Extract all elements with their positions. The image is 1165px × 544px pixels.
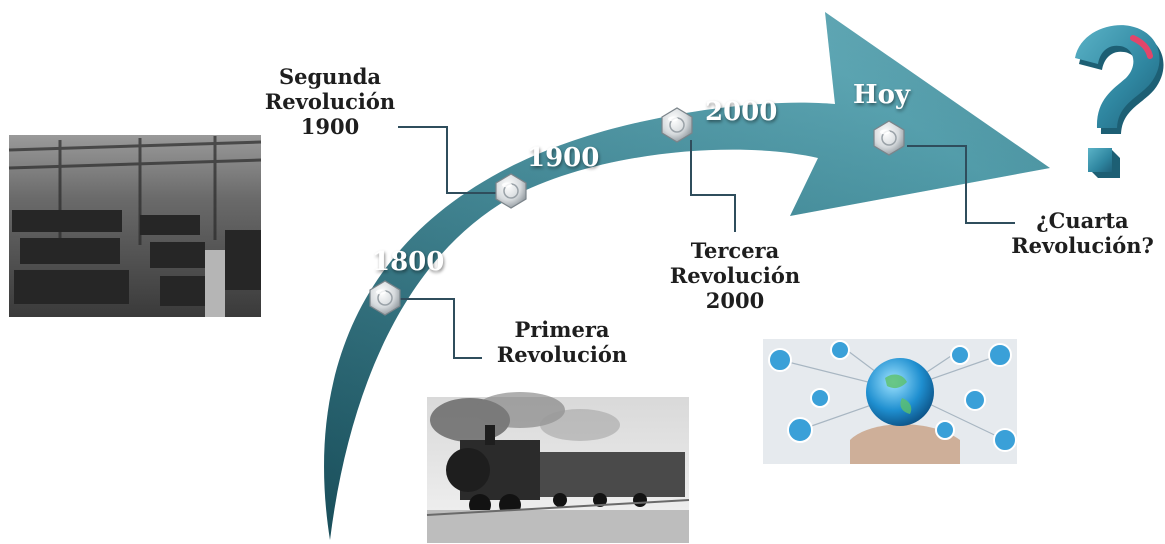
label-primera-line1: Primera xyxy=(514,317,610,342)
connector-2000 xyxy=(690,140,736,232)
label-primera-revolucion: Primera Revolución xyxy=(487,317,637,367)
label-primera-line2: Revolución xyxy=(496,342,628,368)
hex-bolt-icon xyxy=(661,107,693,143)
factory-photo xyxy=(8,135,262,317)
hex-bolt-icon xyxy=(873,120,905,156)
hex-bolt-icon xyxy=(495,173,527,209)
label-segunda-revolucion: Segunda Revolución 1900 xyxy=(255,64,405,140)
label-tercera-revolucion: Tercera Revolución 2000 xyxy=(660,238,810,314)
label-segunda-line1: Segunda xyxy=(278,64,382,89)
connector-hoy xyxy=(907,145,1015,224)
label-cuarta-line2: Revolución? xyxy=(1011,233,1154,259)
hex-bolt-icon xyxy=(369,280,401,316)
connector-lines xyxy=(398,126,1015,359)
year-1800: 1800 xyxy=(372,247,445,277)
label-segunda-line3: 1900 xyxy=(300,114,360,140)
year-hoy: Hoy xyxy=(853,80,911,110)
year-1900: 1900 xyxy=(527,143,600,173)
label-tercera-line2: Revolución xyxy=(669,263,801,289)
connector-1900 xyxy=(398,126,503,194)
label-cuarta-revolucion: ¿Cuarta Revolución? xyxy=(1005,208,1160,258)
year-2000: 2000 xyxy=(705,97,778,127)
label-segunda-line2: Revolución xyxy=(264,89,396,115)
connector-1800 xyxy=(399,298,482,359)
label-tercera-line1: Tercera xyxy=(690,238,780,263)
steam-locomotive-photo xyxy=(426,392,690,543)
question-mark-icon xyxy=(1075,25,1164,178)
label-cuarta-line1: ¿Cuarta xyxy=(1036,208,1129,233)
label-tercera-line3: 2000 xyxy=(705,288,765,314)
digital-network-photo xyxy=(763,339,1017,464)
